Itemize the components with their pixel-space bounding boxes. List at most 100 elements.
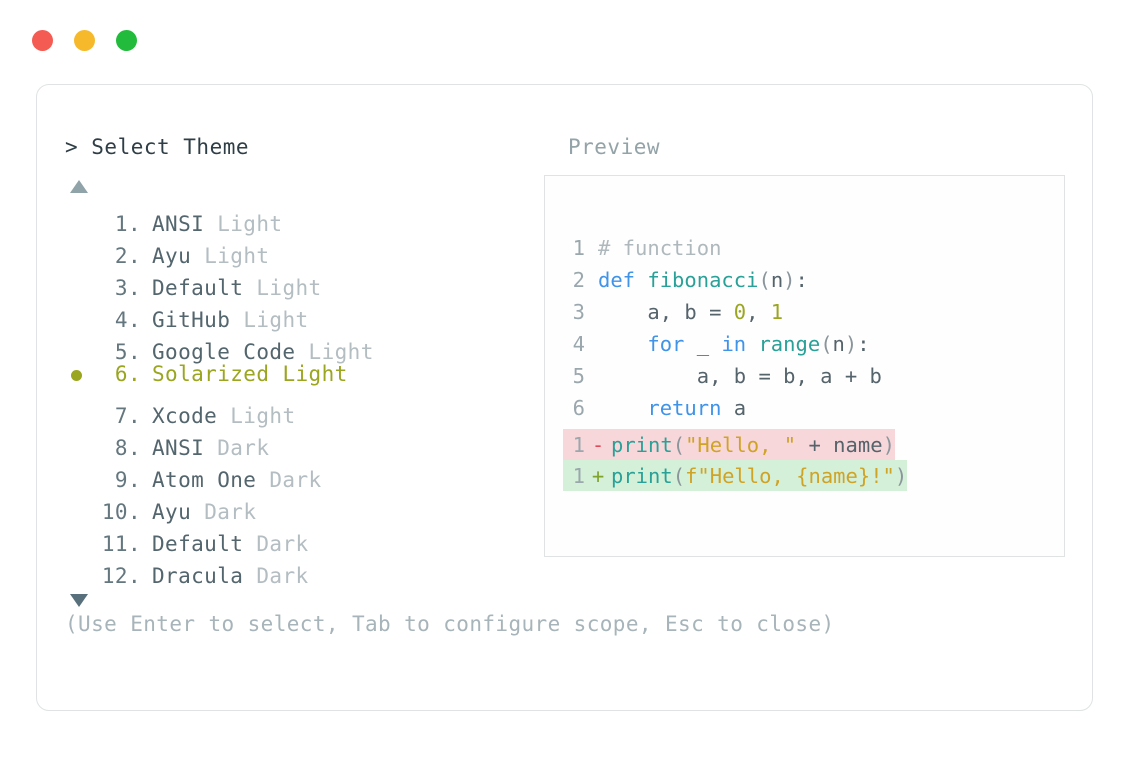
maximize-window-icon[interactable]: [116, 30, 137, 51]
scroll-up-indicator[interactable]: [65, 173, 535, 199]
bullet-spacer: [65, 199, 95, 231]
diff-marker-icon: +: [591, 464, 605, 488]
scroll-down-indicator[interactable]: [65, 583, 535, 617]
code-line-number: 6: [572, 396, 585, 420]
bullet-spacer: [65, 231, 95, 263]
theme-item-number: 4.: [114, 308, 141, 332]
code-number: 0: [733, 300, 747, 324]
theme-list-item[interactable]: 3.Default Light: [65, 263, 535, 300]
theme-item-variant: Light: [230, 404, 296, 428]
theme-item-name: Atom One Dark: [152, 468, 322, 492]
minimize-window-icon[interactable]: [74, 30, 95, 51]
diff-line-source: print(f"Hello, {name}!"): [611, 460, 907, 492]
code-line-number: 4: [572, 332, 585, 356]
theme-item-variant: Dark: [256, 532, 309, 556]
code-function: print: [611, 464, 673, 488]
theme-list-item[interactable]: 12.Dracula Dark: [65, 551, 535, 588]
theme-item-number: 8.: [114, 436, 141, 460]
code-keyword: in: [721, 332, 747, 356]
theme-item-number: 2.: [114, 244, 141, 268]
code-punctuation: ): [894, 464, 908, 488]
theme-item-variant: Dark: [269, 468, 322, 492]
preview-label: Preview: [568, 135, 661, 159]
code-punctuation: (: [758, 268, 771, 292]
theme-item-variant: Dark: [217, 436, 270, 460]
theme-item-name: Ayu Light: [152, 244, 270, 268]
code-punctuation: ): [783, 268, 796, 292]
theme-list-item[interactable]: 4. GitHub Light: [65, 295, 535, 332]
theme-item-name: Dracula Dark: [152, 564, 309, 588]
theme-list-item[interactable]: 8. ANSI Dark: [65, 423, 535, 460]
code-line-number: 1: [572, 236, 585, 260]
bullet-spacer: [65, 455, 95, 487]
keyboard-hint: (Use Enter to select, Tab to configure s…: [65, 612, 835, 636]
theme-item-variant: Light: [243, 308, 309, 332]
diff-line-addition: 1+print(f"Hello, {name}!"): [563, 460, 908, 492]
theme-item-number: 10.: [101, 500, 141, 524]
diff-line-deletion: 1-print("Hello, " + name): [563, 429, 895, 460]
code-punctuation: ): [844, 332, 858, 356]
theme-item-number: 1.: [114, 212, 141, 236]
theme-list-item[interactable]: 6. Solarized Light: [65, 359, 535, 391]
close-window-icon[interactable]: [32, 30, 53, 51]
bullet-spacer: [65, 391, 95, 423]
theme-list-item[interactable]: 1. ANSI Light: [65, 199, 535, 236]
code-line: 1 # function: [563, 232, 882, 264]
code-comment: # function: [598, 236, 722, 260]
theme-list-item[interactable]: 7. Xcode Light: [65, 391, 535, 428]
theme-item-name: Xcode Light: [152, 404, 296, 428]
code-string: f"Hello, {name}!": [685, 464, 895, 488]
code-function: print: [611, 433, 673, 457]
theme-item-name: Ayu Dark: [152, 500, 257, 524]
bullet-spacer: [65, 327, 95, 359]
theme-item-variant: Light: [204, 244, 270, 268]
theme-item-number: 7.: [114, 404, 141, 428]
code-string: "Hello, ": [685, 433, 797, 457]
code-punctuation: (: [672, 433, 686, 457]
window-traffic-lights: [32, 30, 137, 51]
theme-list-item[interactable]: 10. Ayu Dark: [65, 487, 535, 524]
code-line-source: for _ in range(n):: [647, 332, 870, 356]
triangle-down-icon: [70, 593, 88, 607]
diff-line-source: print("Hello, " + name): [611, 433, 895, 457]
theme-item-name: Google Code Light: [152, 340, 374, 364]
bullet-spacer: [65, 487, 95, 519]
code-keyword: def: [598, 268, 636, 292]
theme-item-number: 5.: [114, 340, 141, 364]
theme-item-name: ANSI Light: [152, 212, 283, 236]
bullet-spacer: [65, 263, 95, 295]
code-keyword: for: [647, 332, 685, 356]
theme-list-item[interactable]: 11.Default Dark: [65, 519, 535, 556]
theme-item-name: ANSI Dark: [152, 436, 270, 460]
bullet-spacer: [65, 551, 95, 583]
theme-item-variant: Dark: [256, 564, 309, 588]
theme-item-name: GitHub Light: [152, 308, 309, 332]
theme-item-number: 11.: [101, 532, 141, 556]
diff-line-number: 1: [572, 464, 585, 488]
theme-list-item[interactable]: 9.Atom One Dark: [65, 455, 535, 492]
code-function: fibonacci: [647, 268, 759, 292]
code-function: range: [758, 332, 821, 356]
theme-picker-card: > Select Theme Preview 1. ANSI Light 2. Ayu…: [36, 84, 1093, 711]
header-row: > Select Theme Preview: [65, 135, 1065, 163]
code-punctuation: (: [820, 332, 833, 356]
theme-list-item[interactable]: 5. Google Code Light: [65, 327, 535, 364]
theme-item-variant: Light: [256, 276, 322, 300]
code-line: 4 for _ in range(n):: [563, 328, 882, 360]
theme-item-variant: Dark: [204, 500, 257, 524]
diff-line-number: 1: [572, 433, 585, 457]
theme-item-name: Solarized Light: [152, 361, 348, 386]
code-line-source: a, b = b, a + b: [598, 364, 882, 388]
bullet-spacer: [65, 295, 95, 327]
theme-item-number: 3.: [114, 276, 141, 300]
theme-list-item[interactable]: 2. Ayu Light: [65, 231, 535, 268]
code-line-source: # function: [585, 232, 721, 264]
code-number: 1: [770, 300, 784, 324]
theme-item-variant: Light: [217, 212, 283, 236]
code-keyword: return: [647, 396, 722, 420]
theme-item-variant: Light: [308, 340, 374, 364]
theme-item-number: 6.: [114, 361, 141, 386]
